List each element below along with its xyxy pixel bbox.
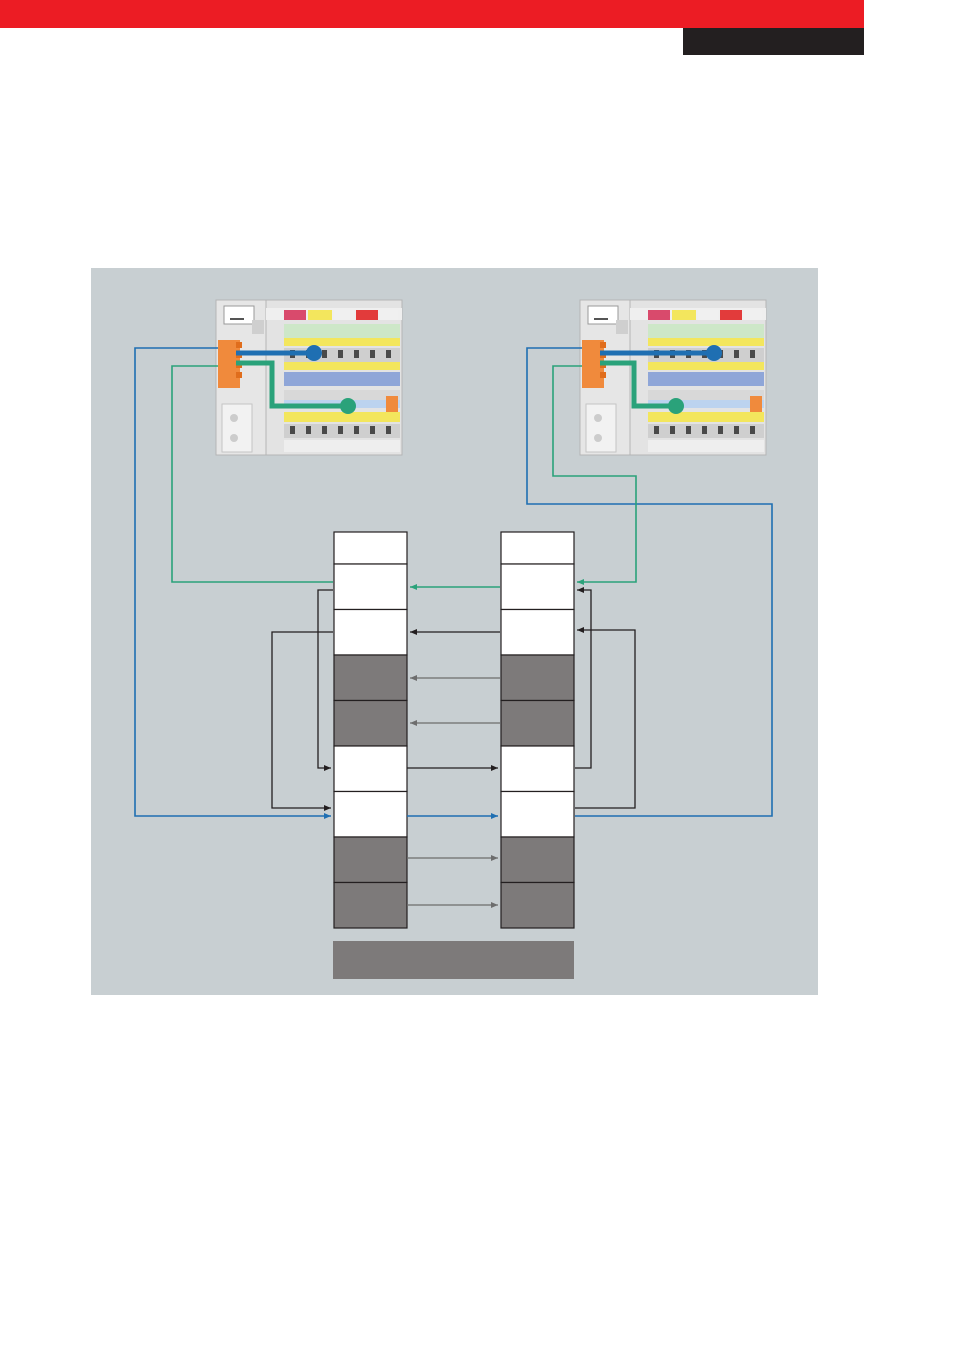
left-register-column	[333, 531, 408, 929]
green-connector	[340, 398, 356, 414]
register-cell	[500, 608, 575, 656]
inner-green-wire	[236, 360, 348, 409]
register-cell	[333, 790, 408, 838]
left-terminal-module	[215, 299, 403, 456]
register-cell	[333, 531, 408, 565]
green-wire-left	[171, 365, 333, 583]
io-terminal-strip	[265, 299, 403, 456]
io-terminal-strip	[629, 299, 767, 456]
header-red-bar	[0, 0, 864, 28]
left-loop-outer	[271, 631, 333, 811]
blue-wire-left	[134, 347, 331, 819]
register-cell	[333, 563, 408, 611]
bus-bar	[333, 941, 574, 979]
right-loop-inner	[575, 587, 592, 769]
led-block	[616, 320, 628, 334]
register-cell	[500, 531, 575, 565]
coupler-window	[223, 305, 255, 325]
right-terminal-module	[579, 299, 767, 456]
inner-green-wire	[600, 360, 676, 409]
blue-wire-right	[526, 347, 773, 817]
register-cell	[500, 745, 575, 793]
register-cell	[500, 654, 575, 702]
blue-connector	[306, 345, 322, 361]
register-cell	[500, 699, 575, 747]
register-cell	[500, 563, 575, 611]
led-block	[252, 320, 264, 334]
left-loop-inner	[317, 589, 333, 771]
register-cell	[500, 836, 575, 884]
register-cell	[333, 836, 408, 884]
register-cell	[333, 745, 408, 793]
blue-connector	[706, 345, 722, 361]
register-cell	[500, 790, 575, 838]
right-loop-outer	[575, 627, 636, 809]
green-wire-right	[552, 365, 637, 585]
register-cell	[333, 881, 408, 929]
register-cell	[333, 654, 408, 702]
coupler-window	[587, 305, 619, 325]
right-register-column	[500, 531, 575, 929]
register-cell	[333, 608, 408, 656]
green-connector	[668, 398, 684, 414]
header-black-tab	[683, 28, 864, 55]
register-cell	[500, 881, 575, 929]
register-cell	[333, 699, 408, 747]
